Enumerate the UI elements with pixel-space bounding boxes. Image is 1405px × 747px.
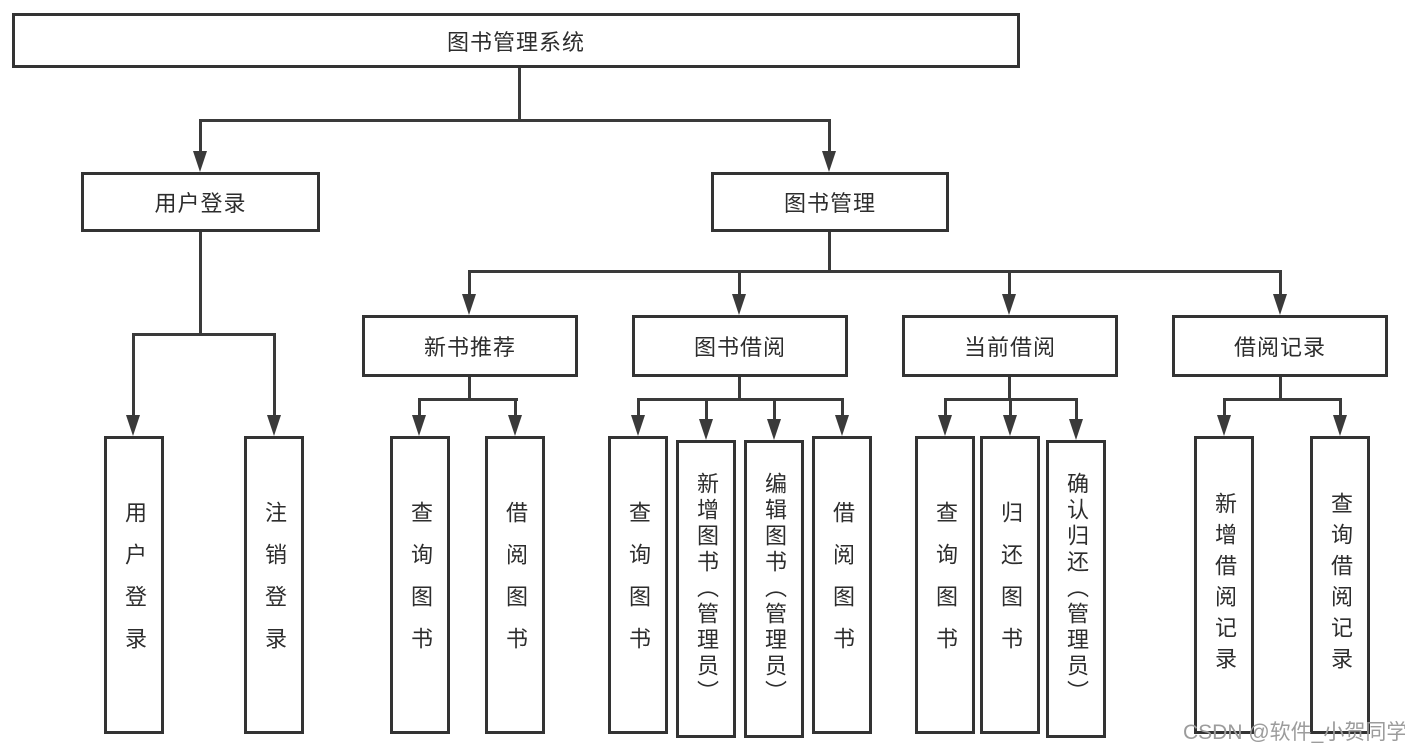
connector-drop-currentborrow <box>1008 270 1011 298</box>
connector-bookmgmt-hbar <box>468 270 1282 273</box>
connector-drop <box>1223 398 1226 419</box>
arrow-down-icon <box>835 415 849 436</box>
arrow-down-icon <box>126 415 140 436</box>
connector-drop-user-login <box>199 119 202 155</box>
connector-drop-leaf-logout <box>273 333 276 418</box>
node-leaf-confirm-return-admin: 确认归还（管理员） <box>1046 440 1106 738</box>
connector-root-hbar <box>199 119 831 122</box>
arrow-down-icon <box>732 294 746 315</box>
node-book-borrowing: 图书借阅 <box>632 315 848 377</box>
node-leaf-query-books-1: 查询图书 <box>390 436 450 734</box>
connector-drop <box>773 398 776 423</box>
connector-drop-leaf-login <box>132 333 135 418</box>
arrow-down-icon <box>1333 415 1347 436</box>
node-leaf-borrow-books-2: 借阅图书 <box>812 436 872 734</box>
node-borrowing-records: 借阅记录 <box>1172 315 1388 377</box>
connector-userlogin-hbar <box>132 333 276 336</box>
arrow-down-icon <box>1273 294 1287 315</box>
connector-drop <box>841 398 844 419</box>
connector-bookborrow-stem <box>738 377 741 401</box>
connector-currentborrow-stem <box>1008 377 1011 401</box>
connector-drop <box>1075 398 1078 423</box>
arrow-down-icon <box>193 151 207 172</box>
connector-drop <box>944 398 947 419</box>
arrow-down-icon <box>508 415 522 436</box>
node-leaf-user-login: 用户登录 <box>104 436 164 734</box>
arrow-down-icon <box>631 415 645 436</box>
arrow-down-icon <box>938 415 952 436</box>
arrow-down-icon <box>462 294 476 315</box>
node-current-borrowing: 当前借阅 <box>902 315 1118 377</box>
arrow-down-icon <box>767 419 781 440</box>
connector-drop-bookborrow <box>738 270 741 298</box>
connector-newbook-stem <box>468 377 471 401</box>
node-leaf-add-borrow-record: 新增借阅记录 <box>1194 436 1254 734</box>
arrow-down-icon <box>412 415 426 436</box>
connector-drop-borrowrecords <box>1279 270 1282 298</box>
arrow-down-icon <box>699 419 713 440</box>
node-leaf-edit-book-admin: 编辑图书（管理员） <box>744 440 804 738</box>
arrow-down-icon <box>267 415 281 436</box>
node-leaf-logout: 注销登录 <box>244 436 304 734</box>
connector-userlogin-stem <box>199 232 202 336</box>
connector-borrowrecords-stem <box>1279 377 1282 401</box>
connector-root-stem <box>518 68 521 121</box>
connector-drop-book-mgmt <box>828 119 831 155</box>
arrow-down-icon <box>1003 415 1017 436</box>
connector-drop <box>514 398 517 419</box>
node-new-book-recommendation: 新书推荐 <box>362 315 578 377</box>
connector-bookmgmt-stem <box>828 232 831 273</box>
arrow-down-icon <box>1002 294 1016 315</box>
connector-bookborrow-hbar <box>637 398 844 401</box>
connector-drop <box>705 398 708 423</box>
connector-drop-newbook <box>468 270 471 298</box>
node-leaf-query-books-3: 查询图书 <box>915 436 975 734</box>
node-leaf-borrow-books-1: 借阅图书 <box>485 436 545 734</box>
arrow-down-icon <box>1069 419 1083 440</box>
node-library-management-system: 图书管理系统 <box>12 13 1020 68</box>
node-leaf-add-book-admin: 新增图书（管理员） <box>676 440 736 738</box>
node-leaf-return-books: 归还图书 <box>980 436 1040 734</box>
node-leaf-query-borrow-record: 查询借阅记录 <box>1310 436 1370 734</box>
connector-borrowrecords-hbar <box>1223 398 1342 401</box>
arrow-down-icon <box>822 151 836 172</box>
connector-drop <box>637 398 640 419</box>
connector-newbook-hbar <box>418 398 518 401</box>
node-leaf-query-books-2: 查询图书 <box>608 436 668 734</box>
connector-drop <box>1339 398 1342 419</box>
watermark: CSDN @软件_小贺同学 <box>1183 721 1405 744</box>
arrow-down-icon <box>1217 415 1231 436</box>
node-book-management: 图书管理 <box>711 172 949 232</box>
connector-drop <box>418 398 421 419</box>
connector-drop <box>1009 398 1012 419</box>
node-user-login: 用户登录 <box>81 172 320 232</box>
